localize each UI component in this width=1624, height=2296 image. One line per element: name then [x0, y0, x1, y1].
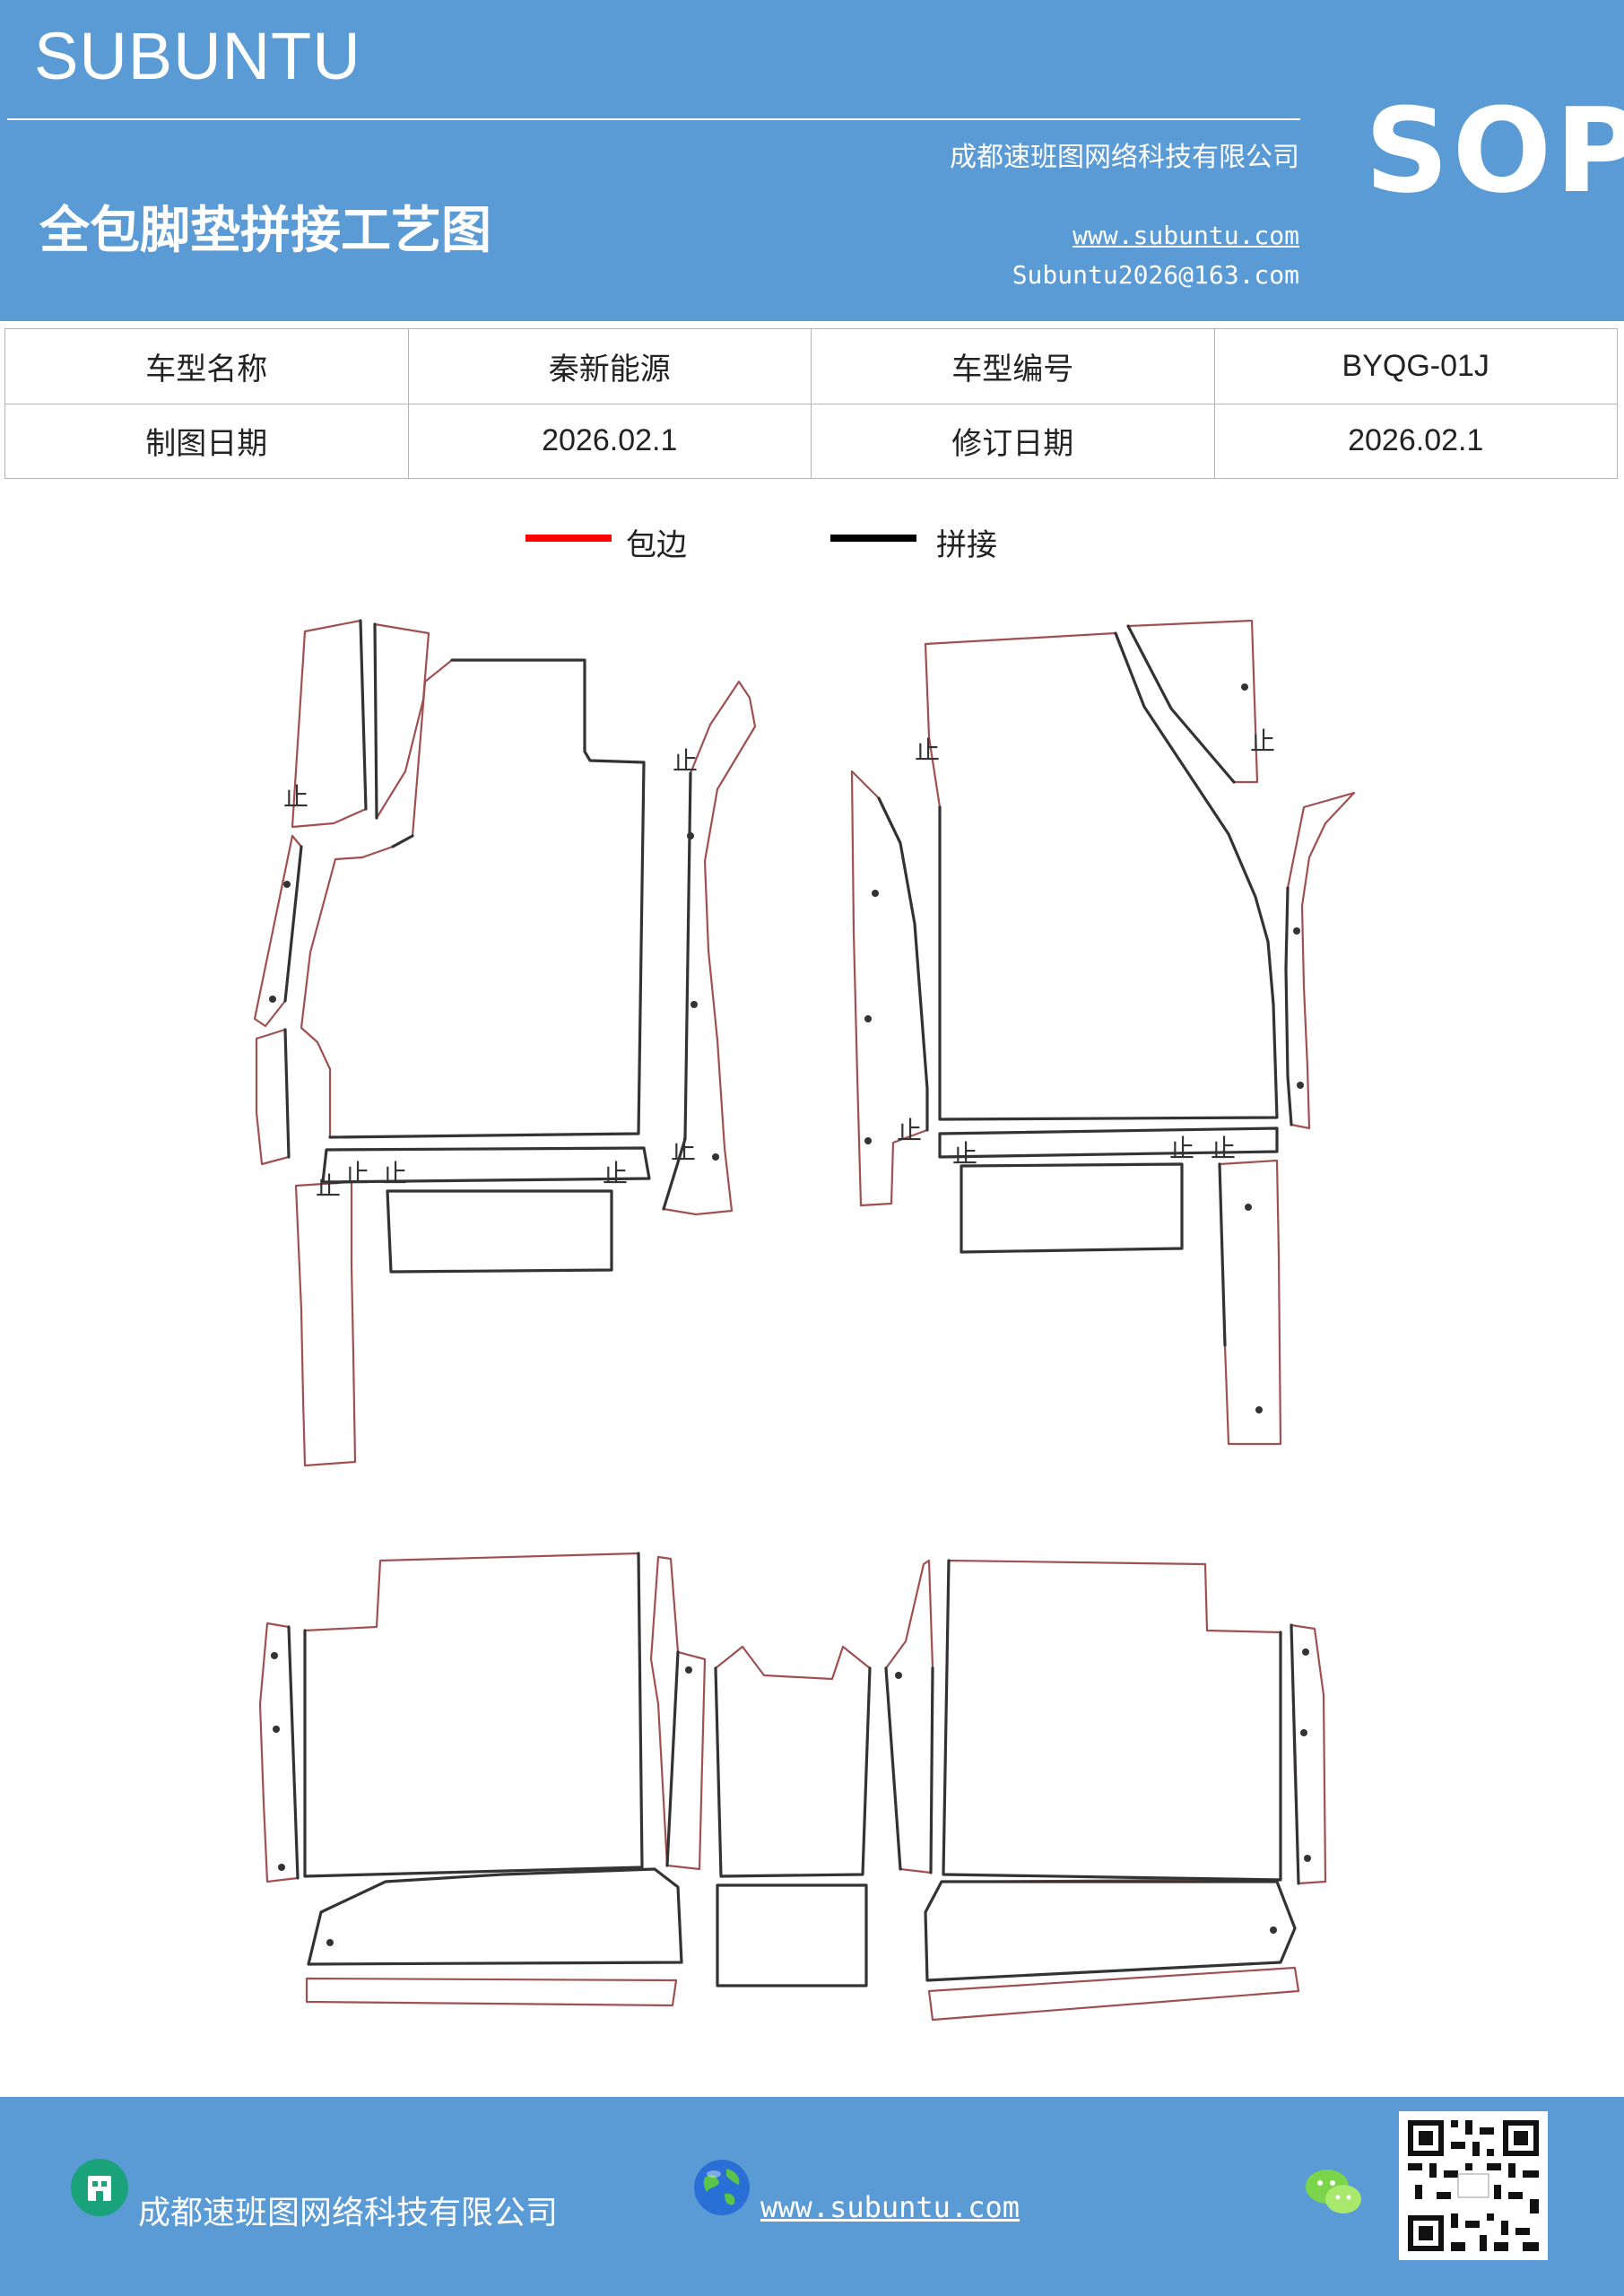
stop-mark-text: 止 [897, 1116, 922, 1145]
stop-mark-text: 止 [1211, 1134, 1236, 1163]
mat-piece [386, 1189, 613, 1274]
legend-swatch-edge [525, 535, 612, 542]
footer-company: 成都速班图网络科技有限公司 [138, 2195, 559, 2231]
stop-mark-text: 止 [1169, 1134, 1194, 1163]
model-name-label: 车型名称 [4, 328, 409, 404]
mat-piece [291, 619, 368, 829]
footer-website-link[interactable]: www.subuntu.com [760, 2190, 1020, 2224]
mat-piece [927, 1966, 1300, 2022]
legend-label-seam: 拼接 [936, 527, 997, 563]
model-code-value: BYQG-01J [1213, 328, 1618, 404]
floor-mat-pattern-drawing: 止 止 止 止 止 止 止 止 止 止 止 止 止 [253, 619, 1356, 2022]
mat-piece [1284, 791, 1356, 1130]
stop-mark-text: 止 [382, 1159, 407, 1188]
stop-mark-text: 止 [671, 1135, 696, 1165]
mat-piece [924, 631, 1279, 1121]
mat-piece [960, 1162, 1184, 1254]
model-code-label: 车型编号 [811, 328, 1215, 404]
stop-mark-text: 止 [344, 1159, 369, 1188]
stop-mark-text: 止 [673, 746, 698, 776]
table-row: 车型名称 秦新能源 车型编号 BYQG-01J [4, 328, 1618, 404]
legend-label-edge: 包边 [626, 527, 687, 563]
legend-swatch-seam [830, 535, 916, 542]
model-name-value: 秦新能源 [407, 328, 812, 404]
stop-mark-text: 止 [603, 1159, 628, 1188]
mat-piece [294, 1180, 357, 1467]
stop-mark-text: 止 [283, 782, 308, 812]
legend: 包边 拼接 [0, 520, 1624, 574]
header-banner: SUBUNTU 成都速班图网络科技有限公司 全包脚垫拼接工艺图 www.subu… [0, 0, 1624, 321]
stop-mark-text: 止 [316, 1171, 341, 1201]
mat-piece [942, 1559, 1282, 1882]
mat-piece [255, 1028, 291, 1166]
email-address: Subuntu2026@163.com [1012, 260, 1299, 290]
table-row: 制图日期 2026.02.1 修订日期 2026.02.1 [4, 403, 1618, 479]
stop-mark-text: 止 [952, 1139, 977, 1169]
mat-piece [1218, 1159, 1282, 1446]
revision-date-label: 修订日期 [811, 403, 1215, 479]
stop-marks: 止 止 止 止 止 止 止 止 止 止 止 止 止 [283, 726, 1275, 1201]
edge-lines [253, 619, 1356, 2022]
qr-code [1399, 2111, 1548, 2260]
sop-badge: SOP [1365, 83, 1624, 219]
footer-banner: 成都速班图网络科技有限公司 www.subuntu.com [0, 2097, 1624, 2296]
wechat-icon [1306, 2170, 1361, 2213]
header-divider [7, 118, 1300, 120]
mat-piece [303, 1552, 644, 1878]
building-icon [71, 2159, 128, 2216]
mat-piece [716, 1883, 868, 1987]
brand-name: SUBUNTU [34, 19, 361, 93]
mat-piece [662, 680, 757, 1216]
draw-date-label: 制图日期 [4, 403, 409, 479]
mat-piece [884, 1559, 934, 1874]
mat-piece [305, 1977, 678, 2007]
qr-code-pattern [1408, 2120, 1539, 2251]
mat-piece [1126, 619, 1259, 784]
document-title: 全包脚垫拼接工艺图 [39, 202, 491, 260]
globe-icon [694, 2160, 750, 2215]
mat-piece [373, 622, 430, 820]
mat-piece [321, 1146, 651, 1184]
draw-date-value: 2026.02.1 [407, 403, 812, 479]
company-name: 成都速班图网络科技有限公司 [950, 142, 1299, 173]
stop-mark-text: 止 [915, 735, 940, 765]
seam-lines [283, 619, 1300, 1987]
website-link[interactable]: www.subuntu.com [1073, 221, 1299, 250]
snap-dots [269, 683, 1311, 1946]
vehicle-info-table: 车型名称 秦新能源 车型编号 BYQG-01J 制图日期 2026.02.1 修… [4, 328, 1618, 479]
mat-piece [649, 1555, 707, 1871]
revision-date-value: 2026.02.1 [1213, 403, 1618, 479]
mat-piece [714, 1645, 872, 1878]
mat-piece [300, 658, 646, 1139]
mat-piece [253, 834, 303, 1028]
mat-piece [307, 1867, 683, 1966]
stop-mark-text: 止 [1250, 726, 1275, 756]
